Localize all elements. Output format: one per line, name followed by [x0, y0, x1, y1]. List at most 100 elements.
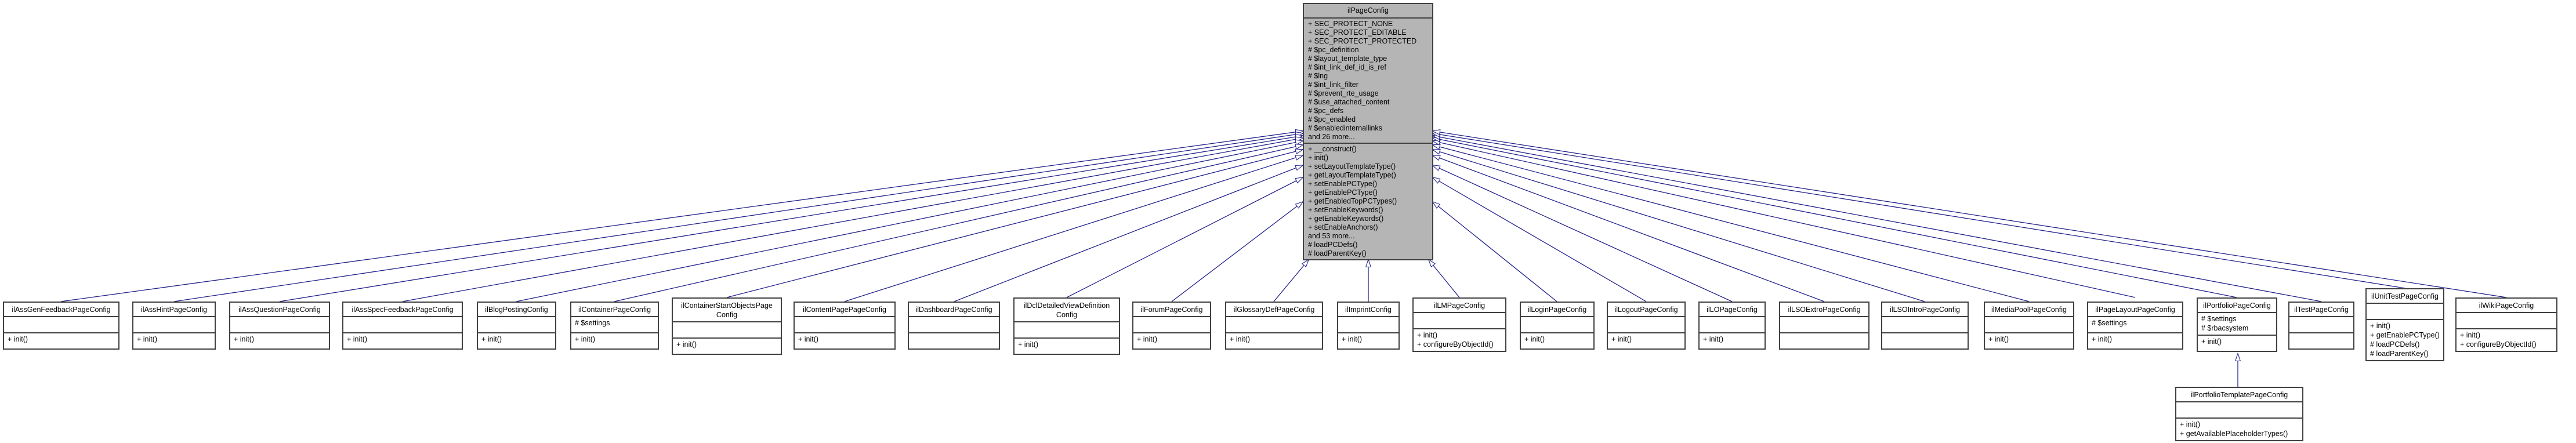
class-methods: + __construct()+ init()+ setLayoutTempla…: [1304, 143, 1432, 259]
class-methods: [909, 332, 999, 348]
inheritance-edge: [279, 136, 1303, 302]
inheritance-edge: [1433, 138, 2237, 298]
member-line: and 26 more...: [1308, 133, 1355, 141]
member-line: # $pc_defs: [1308, 107, 1344, 115]
class-box-illsointropageconfig[interactable]: ilLSOIntroPageConfig: [1881, 302, 1969, 350]
class-box-ilforumpageconfig[interactable]: ilForumPageConfig + init(): [1132, 302, 1211, 350]
class-box-illogoutpageconfig[interactable]: ilLogoutPageConfig + init(): [1607, 302, 1686, 350]
member-line: + init(): [2180, 420, 2201, 429]
class-methods: + init(): [1338, 332, 1398, 348]
class-box-ilblogpostingconfig[interactable]: ilBlogPostingConfig + init(): [477, 302, 556, 350]
class-attributes: [1608, 316, 1684, 332]
class-box-illmpageconfig[interactable]: ilLMPageConfig + init()+ configureByObje…: [1412, 297, 1506, 352]
member-line: + getEnabledTopPCTypes(): [1308, 197, 1397, 205]
class-box-iltestpageconfig[interactable]: ilTestPageConfig: [2288, 302, 2354, 350]
class-attributes: [2289, 316, 2353, 332]
class-box-ildashboardpageconfig[interactable]: ilDashboardPageConfig: [908, 302, 1000, 350]
class-box-ilassquestionpageconfig[interactable]: ilAssQuestionPageConfig + init(): [229, 302, 330, 350]
class-box-ilcontainerstartobjectspageconfig[interactable]: ilContainerStartObjectsPage Config + ini…: [672, 297, 782, 355]
class-box-ilunittestpageconfig[interactable]: ilUnitTestPageConfig + init()+ getEnable…: [2365, 288, 2444, 361]
class-box-ilcontentpagepageconfig[interactable]: ilContentPagePageConfig + init(): [794, 302, 896, 350]
inheritance-edge: [954, 165, 1303, 302]
member-line: + init(): [8, 335, 28, 343]
class-attributes: [1985, 316, 2073, 332]
class-methods: + init(): [1133, 332, 1210, 348]
class-attributes: # $settings: [2088, 316, 2182, 332]
class-box-ilportfoliopageconfig[interactable]: ilPortfolioPageConfig # $settings# $rbac…: [2197, 297, 2277, 352]
class-attributes: [909, 316, 999, 332]
class-title: ilPortfolioPageConfig: [2203, 302, 2271, 310]
class-methods: + init(): [1015, 337, 1119, 354]
class-box-ilassgenfeedbackpageconfig[interactable]: ilAssGenFeedbackPageConfig + init(): [3, 302, 119, 350]
class-title: ilPageLayoutPageConfig: [2095, 306, 2175, 314]
member-line: + getAvailablePlaceholderTypes(): [2180, 430, 2288, 438]
class-box-ilpageconfig[interactable]: ilPageConfig + SEC_PROTECT_NONE+ SEC_PRO…: [1303, 3, 1433, 260]
class-methods: [1780, 332, 1868, 348]
inheritance-edge: [1433, 177, 1647, 302]
class-box-ilwikipageconfig[interactable]: ilWikiPageConfig + init()+ configureByOb…: [2455, 297, 2557, 352]
class-methods: + init(): [1521, 332, 1593, 348]
class-box-ilimprintconfig[interactable]: ilImprintConfig + init(): [1337, 302, 1400, 350]
class-attributes: [2457, 312, 2556, 328]
inheritance-edge: [1066, 177, 1303, 298]
member-line: # $settings: [575, 319, 610, 327]
member-line: # $prevent_rte_usage: [1308, 89, 1379, 97]
member-line: + init(): [137, 335, 158, 343]
member-line: + init(): [347, 335, 368, 343]
class-box-ilmediapoolpageconfig[interactable]: ilMediaPoolPageConfig + init(): [1984, 302, 2074, 350]
member-line: + getEnablePCType(): [1308, 188, 1378, 197]
class-attributes: [478, 316, 555, 332]
class-methods: + init(): [1700, 332, 1765, 348]
class-attributes: + SEC_PROTECT_NONE+ SEC_PROTECT_EDITABLE…: [1304, 17, 1432, 143]
class-attributes: [1700, 316, 1765, 332]
inheritance-edge: [844, 155, 1303, 302]
class-methods: + init(): [571, 332, 658, 348]
class-box-ilcontainerpageconfig[interactable]: ilContainerPageConfig # $settings + init…: [570, 302, 659, 350]
class-attributes: [1780, 316, 1868, 332]
class-methods: + init()+ configureByObjectId(): [2457, 328, 2556, 351]
class-title: ilForumPageConfig: [1140, 306, 1203, 314]
class-box-ilpagelayoutpageconfig[interactable]: ilPageLayoutPageConfig # $settings + ini…: [2087, 302, 2183, 350]
class-attributes: [1015, 321, 1119, 337]
class-box-ilglossarydefpageconfig[interactable]: ilGlossaryDefPageConfig + init(): [1225, 302, 1323, 350]
member-line: # $settings: [2201, 315, 2237, 323]
class-box-ilasshintpageconfig[interactable]: ilAssHintPageConfig + init(): [132, 302, 216, 350]
class-box-ilassspecfeedbackpageconfig[interactable]: ilAssSpecFeedbackPageConfig + init(): [342, 302, 463, 350]
class-methods: + init(): [2088, 332, 2182, 348]
member-line: # $rbacsystem: [2201, 324, 2249, 332]
class-title: ilAssHintPageConfig: [141, 306, 207, 314]
class-attributes: [1882, 316, 1968, 332]
inheritance-edge: [1433, 141, 2136, 298]
inheritance-edge: [614, 145, 1303, 302]
member-line: + init(): [676, 340, 697, 348]
class-attributes: [1226, 316, 1322, 332]
member-line: + init(): [1018, 340, 1039, 348]
inheritance-edge: [1433, 131, 2507, 298]
member-line: # $int_link_filter: [1308, 81, 1358, 89]
member-line: + SEC_PROTECT_EDITABLE: [1308, 28, 1407, 37]
member-line: # $pc_enabled: [1308, 115, 1356, 124]
member-line: # $int_link_def_id_is_ref: [1308, 63, 1386, 71]
class-attributes: [133, 316, 215, 332]
class-box-illopageconfig[interactable]: ilLOPageConfig + init(): [1698, 302, 1766, 350]
member-line: + init(): [575, 335, 596, 343]
member-line: # $pc_definition: [1308, 46, 1359, 54]
class-box-ilportfoliotemplatepageconfig[interactable]: ilPortfolioTemplatePageConfig + init()+ …: [2175, 387, 2303, 441]
member-line: + getEnableKeywords(): [1308, 215, 1384, 223]
inheritance-edge: [1433, 145, 2030, 302]
class-box-illoginpageconfig[interactable]: ilLoginPageConfig + init(): [1520, 302, 1595, 350]
member-line: + init(): [2460, 331, 2481, 339]
class-attributes: [1414, 312, 1505, 328]
class-methods: + init(): [795, 332, 894, 348]
class-title: ilTestPageConfig: [2294, 306, 2349, 314]
inheritance-edge: [1433, 155, 1825, 302]
inheritance-edge: [1433, 150, 1925, 302]
class-title: ilContainerPageConfig: [578, 306, 651, 314]
class-box-ildcldetailedviewdefinitionconfig[interactable]: ilDclDetailedViewDefinition Config + ini…: [1013, 297, 1120, 355]
class-methods: + init(): [230, 332, 329, 348]
class-title: ilUnitTestPageConfig: [2371, 292, 2439, 300]
class-box-illsoextropageconfig[interactable]: ilLSOExtroPageConfig: [1779, 302, 1869, 350]
class-title: ilAssGenFeedbackPageConfig: [12, 306, 111, 314]
